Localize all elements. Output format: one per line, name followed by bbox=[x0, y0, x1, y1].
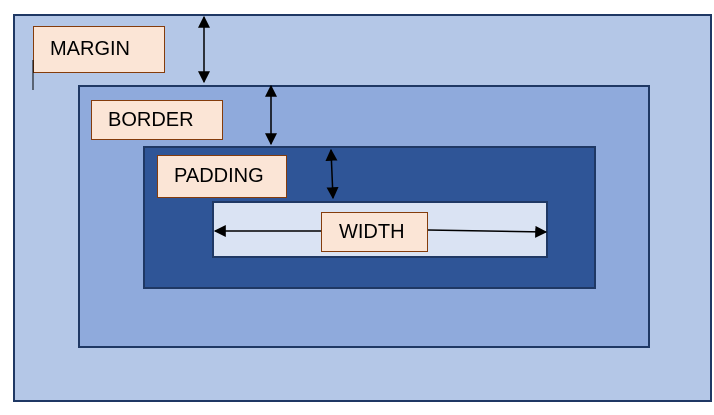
margin-label: MARGIN bbox=[33, 26, 165, 73]
width-label: WIDTH bbox=[321, 212, 428, 252]
padding-label: PADDING bbox=[157, 155, 287, 198]
border-label: BORDER bbox=[91, 100, 223, 140]
